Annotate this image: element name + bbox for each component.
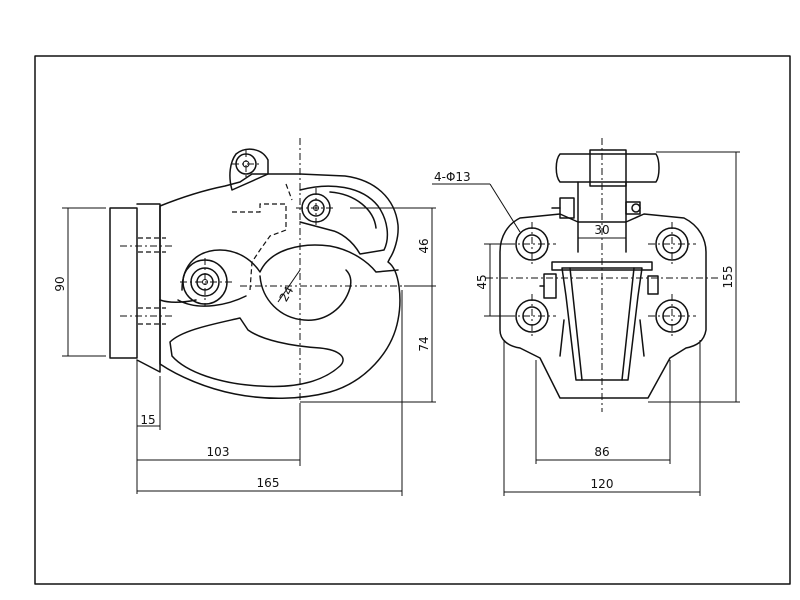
coupler-plate: [499, 213, 707, 399]
dim-15: 15: [140, 413, 155, 427]
label-holes-4-phi13: 4-Φ13: [434, 170, 471, 184]
dim-155: 155: [721, 266, 735, 289]
front-view: [486, 138, 720, 412]
drawing-frame: [34, 55, 791, 585]
flange-plate: [109, 207, 138, 359]
lower-pocket: [169, 317, 344, 388]
dim-165: 165: [257, 476, 280, 490]
dim-74: 74: [417, 336, 431, 351]
dim-45: 45: [475, 274, 489, 289]
dim-height-90: 90: [53, 276, 67, 291]
side-view: [109, 138, 420, 440]
hook-jaw: [181, 244, 399, 291]
hook-body-outline: [159, 173, 401, 399]
side-view-dimensions: 90 46 74 24 15 103 165: [53, 207, 436, 496]
dim-120: 120: [591, 477, 614, 491]
dim-103: 103: [207, 445, 230, 459]
front-view-dimensions: 4-Φ13 30 45 155 86 120: [432, 151, 740, 496]
t-handle: [555, 153, 660, 183]
dim-86: 86: [594, 445, 609, 459]
dim-30: 30: [594, 223, 609, 237]
dim-radius-24: 24: [277, 284, 297, 304]
dim-46: 46: [417, 238, 431, 253]
